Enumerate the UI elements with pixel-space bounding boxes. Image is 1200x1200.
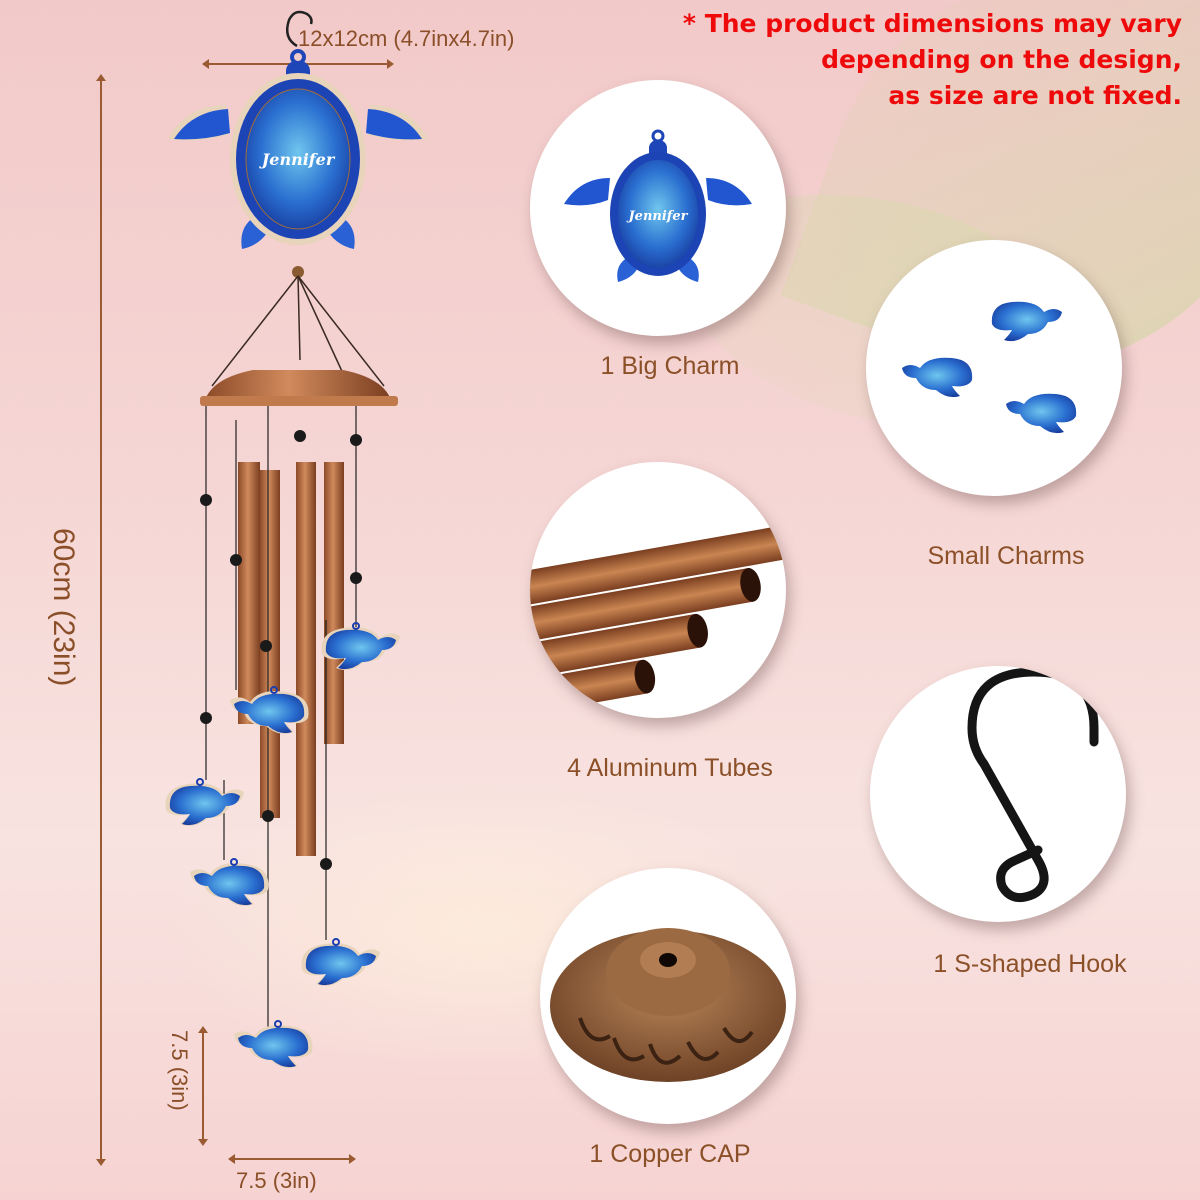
svg-text:Jennifer: Jennifer: [626, 209, 689, 224]
size-disclaimer: * The product dimensions may vary depend…: [683, 6, 1182, 114]
big-turtle-charm-icon: Jennifer: [564, 129, 752, 282]
disclaimer-line: * The product dimensions may vary: [682, 9, 1182, 38]
big-charm-circle: Jennifer: [530, 80, 786, 336]
component-caption: 1 Copper CAP: [589, 1140, 751, 1168]
hook-circle: [870, 666, 1126, 922]
disclaimer-line: depending on the design,: [821, 45, 1182, 74]
small-charms-circle: [866, 240, 1122, 496]
copper-tubes-icon: [530, 522, 786, 713]
small-turtle-charms-icon: [902, 301, 1077, 434]
copper-cap-icon: [550, 928, 786, 1082]
cap-circle: [540, 868, 796, 1124]
component-caption: 1 Big Charm: [600, 352, 740, 380]
component-caption: Small Charms: [927, 542, 1085, 570]
s-hook-icon: [967, 667, 1099, 903]
charm-size-label: 12x12cm (4.7inx4.7in): [298, 26, 515, 51]
small-charm-width-label: 7.5 (3in): [236, 1168, 317, 1193]
component-caption: 1 S-shaped Hook: [933, 950, 1127, 978]
tubes-circle: [530, 462, 786, 718]
big-turtle-charm: Jennifer: [168, 49, 428, 249]
small-charm-height-arrow: [198, 1026, 208, 1146]
disclaimer-line: as size are not fixed.: [888, 81, 1182, 110]
svg-text:Jennifer: Jennifer: [259, 150, 336, 169]
total-length-label: 60cm (23in): [47, 528, 80, 687]
wind-chime-illustration: Jennifer: [164, 10, 428, 1069]
total-length-arrow: [96, 74, 106, 1166]
component-caption: 4 Aluminum Tubes: [567, 754, 773, 782]
small-charm-width-arrow: [228, 1154, 356, 1164]
